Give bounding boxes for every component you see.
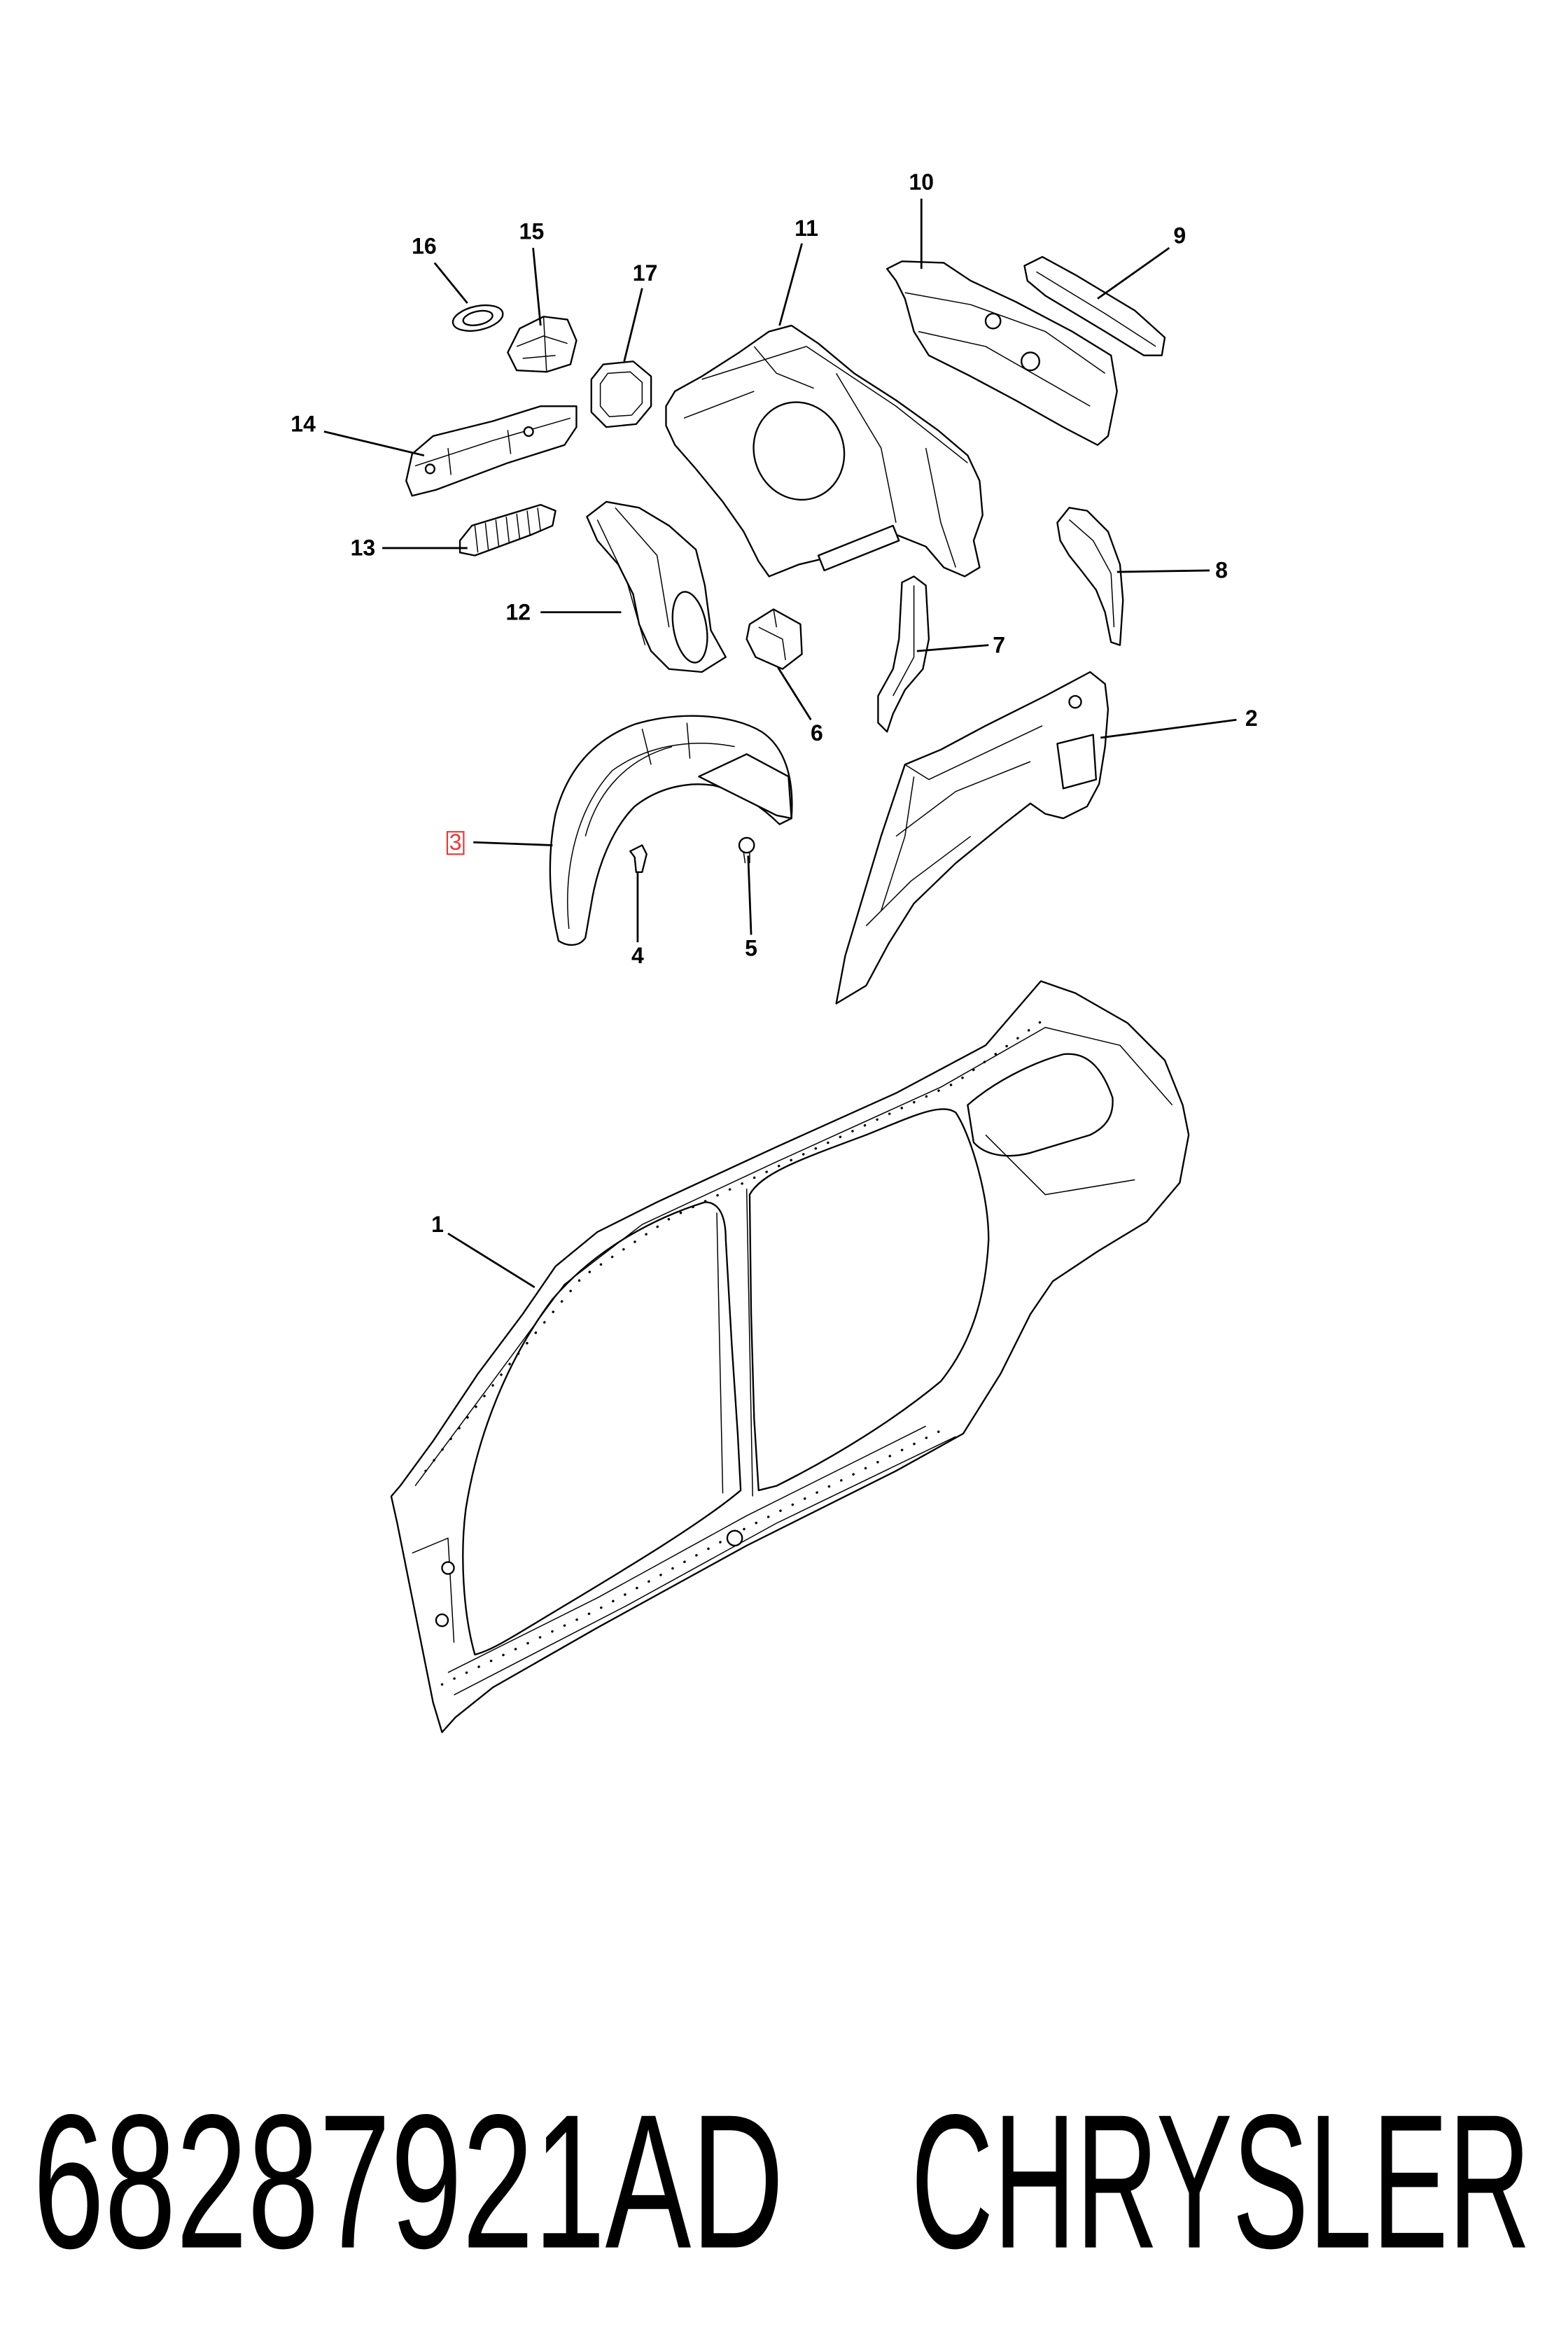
part-4-clip [629, 844, 648, 874]
part-3-wheelhouse [549, 715, 793, 946]
leader-line-3 [473, 841, 553, 846]
callout-label-1: 1 [431, 1212, 444, 1237]
part-15-filler-housing [507, 316, 578, 373]
part-9-roof-rail [1023, 255, 1166, 356]
leader-line-5 [747, 855, 752, 935]
callout-label-7: 7 [993, 632, 1005, 657]
leader-line-17 [623, 288, 643, 362]
part-12-pillar-extension [586, 500, 727, 673]
callout-label-8: 8 [1215, 558, 1228, 583]
callout-label-3: 3 [449, 830, 462, 855]
callout-label-5: 5 [745, 935, 757, 960]
leader-line-1 [447, 1232, 536, 1289]
callout-label-9: 9 [1173, 223, 1186, 248]
part-17-fuel-door [590, 360, 652, 428]
front-door-opening [462, 1201, 742, 1656]
leader-line-11 [778, 243, 803, 326]
leader-line-7 [916, 644, 989, 652]
leader-line-8 [1116, 569, 1210, 573]
part-2-quarter-inner-panel [835, 671, 1110, 1004]
brand-name: CHRYSLER [911, 2075, 1530, 2288]
part-5-push-pin [738, 836, 755, 864]
part-14-reinforcement [405, 405, 578, 497]
leader-line-2 [1100, 718, 1237, 739]
part-8-bracket [1056, 507, 1124, 646]
callout-label-4: 4 [631, 943, 644, 968]
part-10-upper-quarter-panel [886, 260, 1118, 446]
callout-label-14: 14 [290, 412, 316, 437]
callout-label-11: 11 [794, 216, 818, 241]
part-11-rear-inner-structure [665, 324, 983, 578]
callout-label-13: 13 [351, 536, 376, 561]
leader-line-16 [433, 262, 468, 304]
leader-line-15 [532, 248, 542, 326]
callout-label-15: 15 [519, 218, 545, 244]
part-16-grommet [451, 304, 504, 332]
rear-door-opening [748, 1108, 990, 1492]
callout-labels: 1 2 3 4 5 6 7 8 9 10 11 12 13 14 15 16 1… [290, 169, 1257, 1237]
leader-line-14 [323, 430, 425, 457]
callout-label-12: 12 [505, 599, 531, 624]
quarter-window-opening [967, 1053, 1114, 1157]
callout-label-10: 10 [909, 169, 934, 195]
leader-line-6 [777, 666, 812, 721]
callout-label-16: 16 [412, 234, 437, 259]
callout-highlight-box [446, 831, 465, 855]
part-6-small-bracket [746, 608, 803, 670]
callout-label-6: 6 [811, 720, 823, 746]
part-1-body-side-aperture [390, 980, 1190, 1733]
callout-label-2: 2 [1245, 706, 1258, 731]
part-number: 68287921AD [33, 2075, 784, 2288]
part-13-ribbed-filler [458, 503, 556, 556]
callout-label-17: 17 [633, 260, 658, 286]
leader-line-9 [1097, 247, 1170, 300]
part-7-pillar-bracket [877, 575, 930, 733]
leader-lines [323, 198, 1237, 1289]
